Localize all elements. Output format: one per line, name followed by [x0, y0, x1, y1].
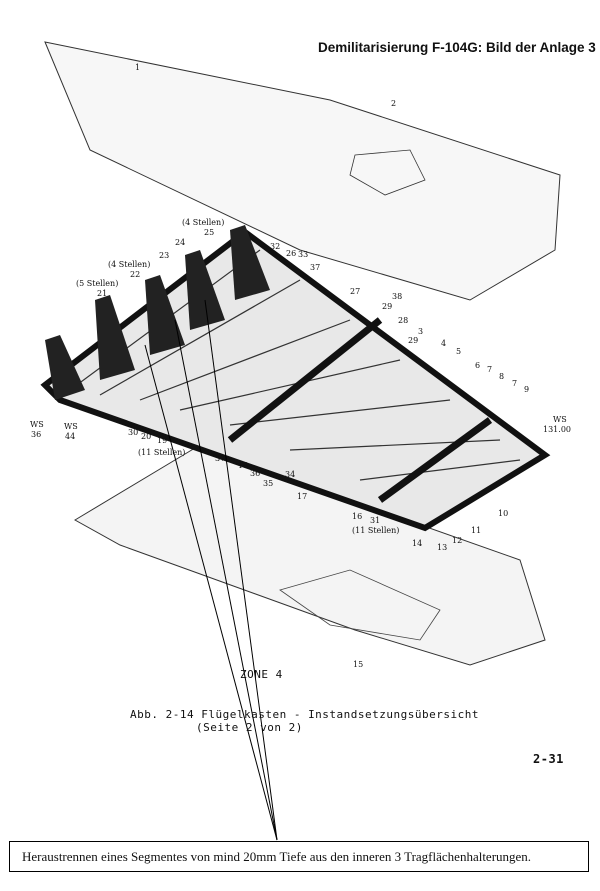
part-label: 5: [456, 347, 461, 356]
instruction-note-text: Heraustrennen eines Segmentes von mind 2…: [22, 848, 532, 864]
part-label: 12: [452, 536, 462, 545]
part-label: 8: [499, 372, 504, 381]
part-labels: 1 2 25 32 26 33 37 27 24 23 22 21 38 29 …: [30, 63, 571, 669]
part-label: 25: [204, 228, 214, 237]
count-note: (4 Stellen): [108, 260, 150, 269]
part-label: 29: [408, 336, 418, 345]
part-label: 22: [130, 270, 140, 279]
part-label: 15: [353, 660, 363, 669]
station-label: 36: [31, 430, 41, 439]
wing-mount-pylons: [45, 225, 270, 400]
part-label: 18: [238, 461, 248, 470]
part-label: 7: [487, 365, 492, 374]
part-label: 7: [512, 379, 517, 388]
part-label: 1: [135, 63, 140, 72]
part-label: 28: [398, 316, 408, 325]
station-label: WS: [64, 422, 78, 431]
part-label: 38: [392, 292, 402, 301]
station-label: 131.00: [543, 425, 571, 434]
part-label: 17: [297, 492, 307, 501]
part-label: 35: [263, 479, 273, 488]
count-note: (5 Stellen): [76, 279, 118, 288]
count-note: (4 Stellen): [182, 218, 224, 227]
part-label: 30: [128, 428, 138, 437]
part-label: 10: [498, 509, 508, 518]
pointer-lines: [144, 299, 278, 841]
page-number: 2-31: [533, 752, 564, 766]
part-label: 13: [437, 543, 447, 552]
part-label: 31: [370, 516, 380, 525]
part-label: 19: [157, 436, 167, 445]
part-label: 37: [310, 263, 320, 272]
station-label: WS: [30, 420, 44, 429]
part-label: 6: [475, 361, 480, 370]
upper-skin-panel: [44, 41, 561, 301]
part-label: 33: [298, 250, 308, 259]
station-label: 44: [65, 432, 75, 441]
figure-caption: Abb. 2-14 Flügelkasten - Instandsetzungs…: [130, 708, 480, 721]
zone-label: ZONE 4: [240, 668, 283, 681]
part-label: 11: [471, 526, 481, 535]
count-note: (11 Stellen): [138, 448, 185, 457]
station-label: WS: [553, 415, 567, 424]
figure-caption-page: (Seite 2 von 2): [196, 721, 303, 734]
part-label: 4: [441, 339, 446, 348]
part-label: 9: [524, 385, 529, 394]
part-label: 21: [97, 289, 107, 298]
part-label: 2: [391, 99, 396, 108]
part-label: 32: [270, 242, 280, 251]
part-label: 36: [250, 469, 260, 478]
part-label: 29: [382, 302, 392, 311]
part-label: 14: [412, 539, 422, 548]
document-header: Demilitarisierung F-104G: Bild der Anlag…: [318, 40, 596, 55]
part-label: 27: [350, 287, 360, 296]
part-label: 24: [175, 238, 185, 247]
part-label: 26: [286, 249, 296, 258]
part-label: 23: [159, 251, 169, 260]
part-label: 37: [215, 454, 225, 463]
instruction-note: Heraustrennen eines Segmentes von mind 2…: [9, 841, 589, 872]
count-note: (11 Stellen): [352, 526, 399, 535]
part-label: 16: [352, 512, 362, 521]
part-label: 34: [285, 470, 295, 479]
spars: [227, 317, 493, 503]
access-plate: [349, 149, 426, 196]
part-label: 3: [418, 327, 423, 336]
lower-access-plate: [279, 569, 441, 641]
part-label: 20: [141, 432, 151, 441]
